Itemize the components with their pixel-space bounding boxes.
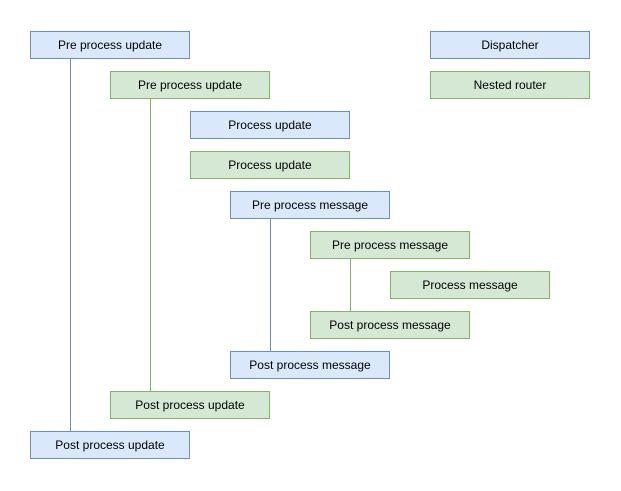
node-pre-process-update-dispatcher[interactable]: Pre process update bbox=[30, 31, 190, 59]
node-process-message-nested[interactable]: Process message bbox=[390, 271, 550, 299]
nested-message-span-line bbox=[350, 259, 351, 311]
node-nested-router-legend[interactable]: Nested router bbox=[430, 71, 590, 99]
dispatcher-update-span-line bbox=[70, 59, 71, 431]
node-post-process-message-dispatcher[interactable]: Post process message bbox=[230, 351, 390, 379]
node-label: Pre process update bbox=[57, 38, 163, 52]
node-pre-process-update-nested[interactable]: Pre process update bbox=[110, 71, 270, 99]
node-label: Post process message bbox=[329, 318, 451, 332]
node-label: Process update bbox=[228, 118, 312, 132]
node-post-process-message-nested[interactable]: Post process message bbox=[310, 311, 470, 339]
node-process-update-dispatcher[interactable]: Process update bbox=[190, 111, 350, 139]
node-label: Pre process message bbox=[251, 198, 369, 212]
node-label: Post process update bbox=[135, 398, 245, 412]
node-label: Process message bbox=[422, 278, 518, 292]
nested-update-span-line bbox=[150, 99, 151, 391]
node-pre-process-message-dispatcher[interactable]: Pre process message bbox=[230, 191, 390, 219]
node-label: Nested router bbox=[473, 78, 547, 92]
node-dispatcher-legend[interactable]: Dispatcher bbox=[430, 31, 590, 59]
node-label: Post process update bbox=[55, 438, 165, 452]
node-label: Pre process update bbox=[137, 78, 243, 92]
node-label: Dispatcher bbox=[481, 38, 539, 52]
node-post-process-update-nested[interactable]: Post process update bbox=[110, 391, 270, 419]
node-label: Process update bbox=[228, 158, 312, 172]
node-label: Pre process message bbox=[331, 238, 449, 252]
node-process-update-nested[interactable]: Process update bbox=[190, 151, 350, 179]
node-label: Post process message bbox=[249, 358, 371, 372]
node-post-process-update-dispatcher[interactable]: Post process update bbox=[30, 431, 190, 459]
dispatcher-message-span-line bbox=[270, 219, 271, 351]
node-pre-process-message-nested[interactable]: Pre process message bbox=[310, 231, 470, 259]
